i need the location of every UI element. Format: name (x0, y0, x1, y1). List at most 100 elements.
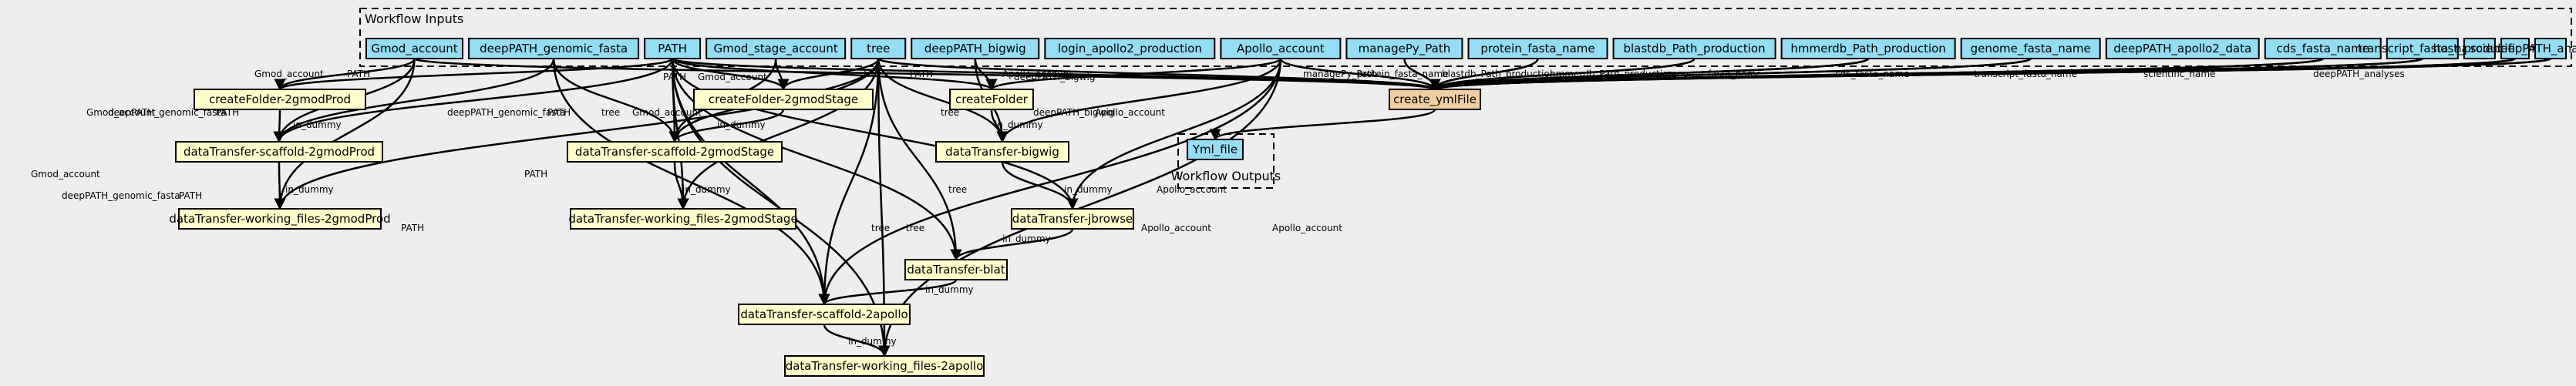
edge-3 (1279, 58, 1441, 91)
input-node-blastdb-path-production[interactable]: blastdb_Path_production (1612, 38, 1776, 59)
input-node-deeppath-bigwig[interactable]: deepPATH_bigwig (911, 38, 1040, 59)
input-node-transcript-fasta-name[interactable]: transcript_fasta_name (2358, 38, 2487, 59)
step-node-datatransfer-bigwig[interactable]: dataTransfer-bigwig (935, 141, 1069, 163)
step-node-box (784, 355, 985, 377)
input-node-label: transcript_fasta_name (2358, 42, 2487, 56)
input-node-label: tree (867, 42, 890, 55)
input-node-label: deepPATH_analyses (2494, 42, 2576, 56)
input-node-box (1612, 38, 1776, 59)
input-node-cds-fasta-name[interactable]: cds_fasta_name (2264, 38, 2382, 59)
input-node-label: hmmerdb_Path_production (1790, 42, 1945, 56)
edge-2 (877, 57, 1441, 91)
edge-41 (877, 58, 1009, 143)
step-node-label: dataTransfer-scaffold-2gmodProd (184, 145, 375, 159)
edge-label: deepPATH_bigwig (1014, 72, 1095, 82)
input-node-deeppath-analyses[interactable]: deepPATH_analyses (2494, 38, 2576, 59)
input-node-box (2534, 38, 2567, 59)
edge-label: Apollo_account (1095, 107, 1165, 118)
input-node-path[interactable]: PATH (644, 38, 702, 59)
input-node-box (850, 38, 907, 59)
workflow-inputs-cluster-label: Workflow Inputs (365, 12, 463, 26)
edge-27 (985, 57, 1282, 91)
step-node-createfolder-2gmodstage[interactable]: createFolder-2gmodStage (693, 89, 874, 110)
input-node-label: Apollo_account (1237, 42, 1325, 56)
step-node-datatransfer-scaffold-2apollo[interactable]: dataTransfer-scaffold-2apollo (738, 304, 911, 325)
edge-label: in_dummy (285, 184, 334, 195)
step-node-createfolder-2gmodprod[interactable]: createFolder-2gmodProd (194, 89, 366, 110)
input-node-label: managePy_Path (1359, 42, 1451, 56)
output-node-yml-file[interactable]: Yml_file (1187, 139, 1244, 160)
edge-label: PATH (663, 72, 686, 82)
step-node-label: dataTransfer-working_files-2gmodStage (568, 212, 797, 227)
input-node-box (1960, 38, 2101, 59)
edge-label: tree (906, 223, 924, 233)
edge-40 (996, 58, 1282, 143)
step-node-box (693, 89, 874, 110)
edge-label: in_dummy (925, 284, 974, 295)
edge-30 (273, 58, 555, 143)
input-node-box (468, 38, 640, 59)
edge-32 (273, 58, 674, 143)
input-node-label: genome_fasta_name (1971, 42, 2091, 56)
input-node-label: Gmod_stage_account (713, 42, 837, 56)
edge-label: protein_fasta_name (1357, 69, 1449, 79)
edge-label: PATH (179, 190, 202, 201)
input-node-label: deepPATH_genomic_fasta (480, 42, 628, 56)
input-node-managepy-path[interactable]: managePy_Path (1345, 38, 1463, 59)
input-node-box (705, 38, 847, 59)
edge-64 (1209, 108, 1436, 141)
input-node-box (2105, 38, 2260, 59)
edge-56 (552, 58, 830, 306)
edge-47 (677, 58, 880, 210)
step-node-datatransfer-scaffold-2gmodprod[interactable]: dataTransfer-scaffold-2gmodProd (175, 141, 383, 163)
edge-45 (274, 58, 880, 210)
input-node-box (911, 38, 1040, 59)
step-node-datatransfer-jbrowse[interactable]: dataTransfer-jbrowse (1011, 208, 1134, 230)
edge-label: deepPATH_genomic_fasta (447, 107, 566, 118)
input-node-apollo-account[interactable]: Apollo_account (1220, 38, 1342, 59)
edge-53 (877, 58, 962, 261)
step-node-box (738, 304, 911, 325)
step-node-datatransfer-blat[interactable]: dataTransfer-blat (904, 259, 1008, 280)
input-node-label: cds_fasta_name (2277, 42, 2369, 56)
input-node-tree[interactable]: tree (850, 38, 907, 59)
input-node-genome-fasta-name[interactable]: genome_fasta_name (1960, 38, 2101, 59)
edge-61 (671, 58, 891, 357)
input-node-box (2463, 38, 2496, 59)
step-node-label: createFolder-2gmodProd (209, 92, 351, 106)
input-node-login-apollo2-production[interactable]: login_apollo2_production (1044, 38, 1216, 59)
edge-label: deepPATH_analyses (2313, 69, 2405, 79)
edge-50 (1066, 58, 1282, 210)
input-node-hmmerdb-path-production[interactable]: hmmerdb_Path_production (1780, 38, 1956, 59)
step-node-datatransfer-working-files-2gmodprod[interactable]: dataTransfer-working_files-2gmodProd (169, 208, 391, 230)
workflow-inputs-cluster: Workflow Inputs (359, 8, 2572, 67)
step-node-label: dataTransfer-bigwig (945, 145, 1059, 159)
input-node-box (1220, 38, 1342, 59)
step-node-datatransfer-working-files-2gmodstage[interactable]: dataTransfer-working_files-2gmodStage (568, 208, 798, 230)
input-node-deeppath-genomic-fasta[interactable]: deepPATH_genomic_fasta (468, 38, 640, 59)
output-node-box (1187, 139, 1244, 160)
edge-label: deepPATH_genomic_fasta (62, 190, 180, 201)
step-node-label: createFolder-2gmodStage (709, 92, 858, 106)
step-node-create-ymlfile[interactable]: create_ymlFile (1389, 89, 1481, 110)
edge-label: Apollo_account (1002, 69, 1072, 79)
input-node-protein-fasta-name[interactable]: protein_fasta_name (1467, 38, 1608, 59)
edge-label: Apollo_account (1157, 184, 1227, 195)
step-node-createfolder[interactable]: createFolder (949, 89, 1034, 110)
edge-label: managePy_Path (1303, 69, 1377, 79)
step-node-box (1011, 208, 1134, 230)
edge-label: tree (601, 107, 620, 118)
step-node-box (1389, 89, 1481, 110)
input-node-deeppath-apollo2-data[interactable]: deepPATH_apollo2_data (2105, 38, 2260, 59)
step-node-box (935, 141, 1069, 163)
edge-label: PATH (524, 169, 547, 180)
edge-label: Gmod_account (86, 107, 156, 118)
step-node-datatransfer-working-files-2apollo[interactable]: dataTransfer-working_files-2apollo (784, 355, 985, 377)
workflow-outputs-cluster-label: Workflow Outputs (1171, 169, 1281, 183)
step-node-datatransfer-scaffold-2gmodstage[interactable]: dataTransfer-scaffold-2gmodStage (567, 141, 783, 163)
input-node-gmod-account[interactable]: Gmod_account (365, 38, 463, 59)
edge-21 (1429, 57, 2552, 91)
input-node-gmod-stage-account[interactable]: Gmod_stage_account (705, 38, 847, 59)
edge-label: Gmod_account (31, 169, 100, 180)
